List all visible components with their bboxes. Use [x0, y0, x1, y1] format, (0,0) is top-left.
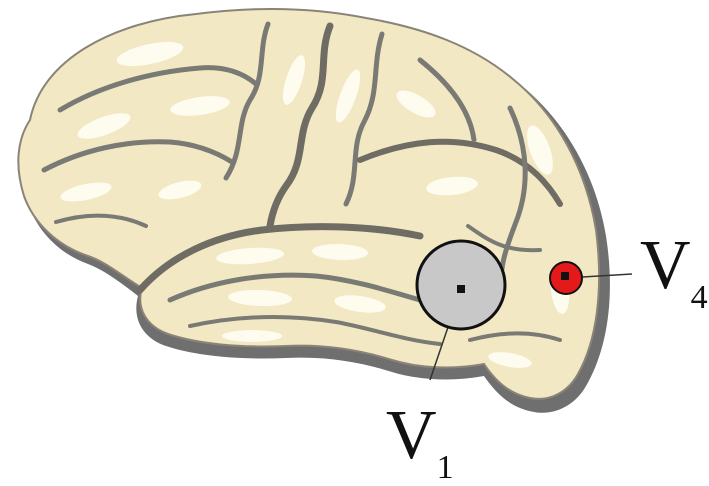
- precentral-sulcus: [223, 21, 271, 181]
- v1-center-marker: [457, 285, 465, 293]
- central-sulcus: [266, 22, 334, 230]
- lateral-sulcus: [136, 223, 424, 294]
- brain-body: [17, 8, 601, 400]
- temporal-sulcus: [167, 272, 423, 303]
- postcentral-sulcus: [343, 31, 385, 207]
- temporal-sulcus-lower: [188, 315, 442, 346]
- frontal-sulcus-orbital: [54, 213, 148, 228]
- intraparietal-sulcus: [357, 138, 563, 207]
- v1-label-subscript: 1: [437, 449, 454, 486]
- occipital-sulcus-lateral: [466, 224, 542, 253]
- gyral-highlights: [60, 41, 570, 368]
- v1-label: V1: [386, 397, 454, 486]
- v1-label-main: V: [386, 397, 437, 474]
- frontal-sulcus-superior: [57, 65, 259, 113]
- v4-label: V4: [640, 227, 708, 316]
- occipital-sulcus-lower: [468, 331, 562, 342]
- v4-label-subscript: 4: [691, 279, 708, 316]
- v4-center-marker: [561, 272, 569, 280]
- parietal-sulcus: [417, 57, 477, 143]
- v4-label-main: V: [640, 227, 691, 304]
- frontal-sulcus-inferior: [41, 139, 235, 173]
